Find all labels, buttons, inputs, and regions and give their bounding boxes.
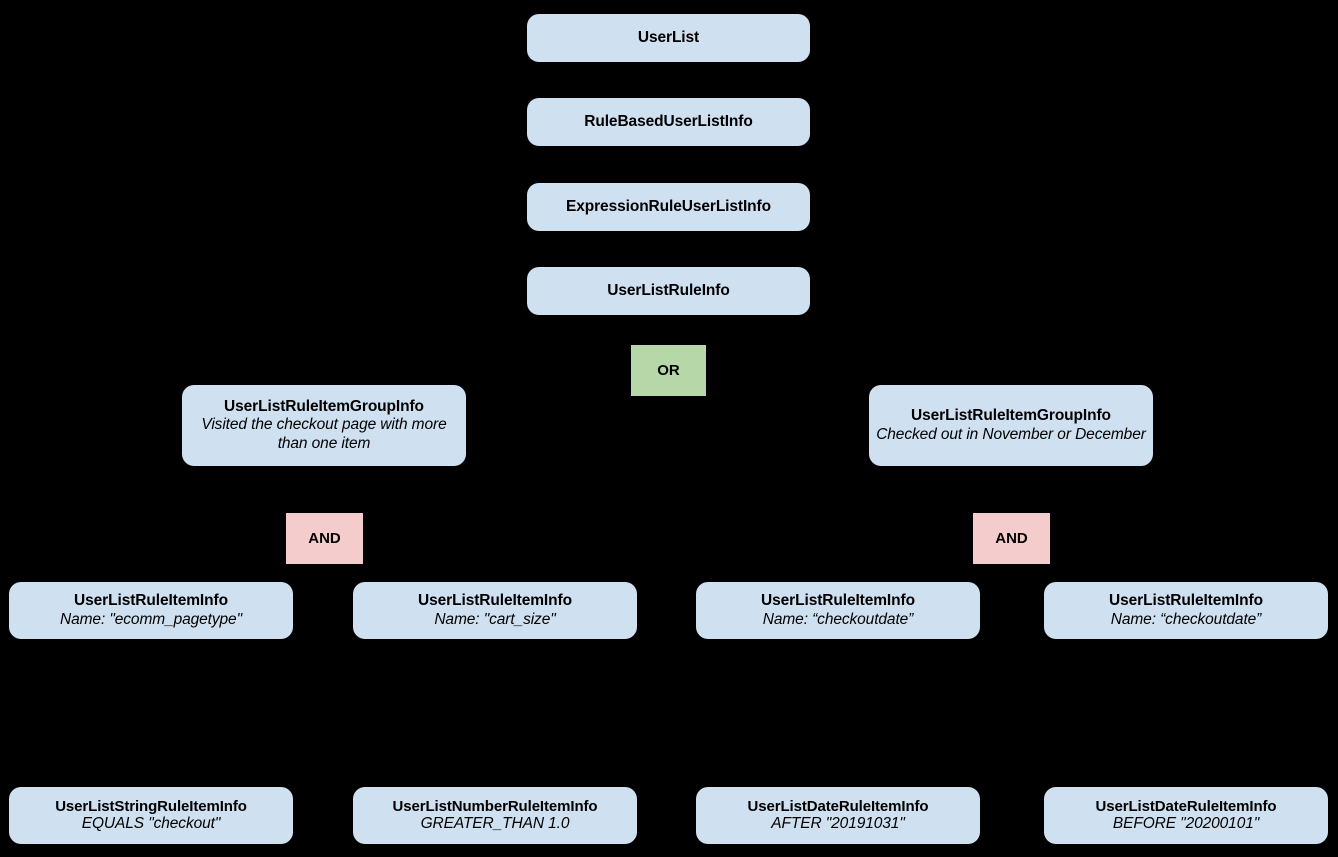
edge-bus-to-rule-item-2 (494, 562, 496, 582)
node-leaf-1[interactable]: UserListStringRuleItemInfo EQUALS "check… (9, 787, 293, 844)
node-and-right[interactable]: AND (973, 513, 1050, 564)
node-group-right[interactable]: UserListRuleItemGroupInfo Checked out in… (869, 385, 1153, 466)
node-rule-item-3-title: UserListRuleItemInfo (761, 592, 915, 610)
node-rule-item-2-subtitle: Name: "cart_size" (434, 610, 556, 628)
node-rule-item-2[interactable]: UserListRuleItemInfo Name: "cart_size" (353, 582, 637, 639)
node-rule-item-4-subtitle: Name: “checkoutdate” (1110, 610, 1262, 628)
edge-rule-item-1-to-leaf-1 (150, 639, 152, 787)
node-leaf-3-title: UserListDateRuleItemInfo (747, 797, 929, 815)
node-rule-item-1-subtitle: Name: "ecomm_pagetype" (60, 610, 242, 628)
node-group-right-title: UserListRuleItemGroupInfo (911, 407, 1111, 425)
edge-rule-item-2-to-leaf-2 (494, 639, 496, 787)
edge-ruleinfo-to-or (668, 316, 670, 346)
edge-userlist-to-rulebased (668, 62, 670, 98)
node-group-left-subtitle: Visited the checkout page with more than… (201, 416, 447, 452)
node-user-list-rule-info[interactable]: UserListRuleInfo (527, 267, 810, 315)
node-leaf-3-subtitle: AFTER "20191031" (771, 815, 905, 833)
node-rule-item-3-subtitle: Name: “checkoutdate” (762, 610, 914, 628)
node-group-left[interactable]: UserListRuleItemGroupInfo Visited the ch… (182, 385, 466, 466)
node-rule-item-4-title: UserListRuleItemInfo (1109, 592, 1263, 610)
node-leaf-4-title: UserListDateRuleItemInfo (1095, 797, 1277, 815)
node-leaf-3[interactable]: UserListDateRuleItemInfo AFTER "20191031… (696, 787, 980, 844)
edge-bus-to-rule-item-1 (150, 562, 152, 582)
node-group-right-subtitle: Checked out in November or December (876, 425, 1146, 443)
edge-group-right-to-and (1010, 466, 1012, 514)
edge-rule-item-3-to-leaf-3 (837, 639, 839, 787)
node-leaf-1-title: UserListStringRuleItemInfo (55, 797, 247, 815)
node-user-list[interactable]: UserList (527, 14, 810, 62)
edge-group-left-to-and (323, 466, 325, 514)
node-rule-item-1-title: UserListRuleItemInfo (74, 592, 228, 610)
node-rule-item-3[interactable]: UserListRuleItemInfo Name: “checkoutdate… (696, 582, 980, 639)
node-leaf-4[interactable]: UserListDateRuleItemInfo BEFORE "2020010… (1044, 787, 1328, 844)
node-expression-rule-user-list-info[interactable]: ExpressionRuleUserListInfo (527, 183, 810, 231)
node-leaf-2[interactable]: UserListNumberRuleItemInfo GREATER_THAN … (353, 787, 637, 844)
node-and-left-label: AND (308, 529, 341, 547)
node-rule-item-2-title: UserListRuleItemInfo (418, 592, 572, 610)
node-leaf-2-subtitle: GREATER_THAN 1.0 (420, 815, 570, 833)
node-or-operator-label: OR (657, 361, 680, 379)
edge-bus-to-rule-item-3 (837, 562, 839, 582)
node-rule-based-user-list-info[interactable]: RuleBasedUserListInfo (527, 98, 810, 146)
node-and-left[interactable]: AND (286, 513, 363, 564)
node-and-right-label: AND (995, 529, 1028, 547)
node-or-operator[interactable]: OR (631, 345, 706, 396)
node-leaf-4-subtitle: BEFORE "20200101" (1112, 815, 1260, 833)
edge-rulebased-to-expression (668, 147, 670, 183)
node-group-left-title: UserListRuleItemGroupInfo (224, 398, 424, 416)
edge-rule-item-4-to-leaf-4 (1185, 639, 1187, 787)
node-rule-item-4[interactable]: UserListRuleItemInfo Name: “checkoutdate… (1044, 582, 1328, 639)
node-user-list-rule-info-title: UserListRuleInfo (607, 281, 730, 299)
edge-bus-to-rule-item-4 (1185, 562, 1187, 582)
edge-expression-to-ruleinfo (668, 231, 670, 267)
node-user-list-title: UserList (637, 28, 700, 46)
node-expression-rule-user-list-info-title: ExpressionRuleUserListInfo (566, 197, 771, 215)
node-leaf-1-subtitle: EQUALS "checkout" (81, 815, 221, 833)
node-rule-item-1[interactable]: UserListRuleItemInfo Name: "ecomm_pagety… (9, 582, 293, 639)
node-rule-based-user-list-info-title: RuleBasedUserListInfo (584, 112, 753, 130)
node-leaf-2-title: UserListNumberRuleItemInfo (392, 797, 598, 815)
